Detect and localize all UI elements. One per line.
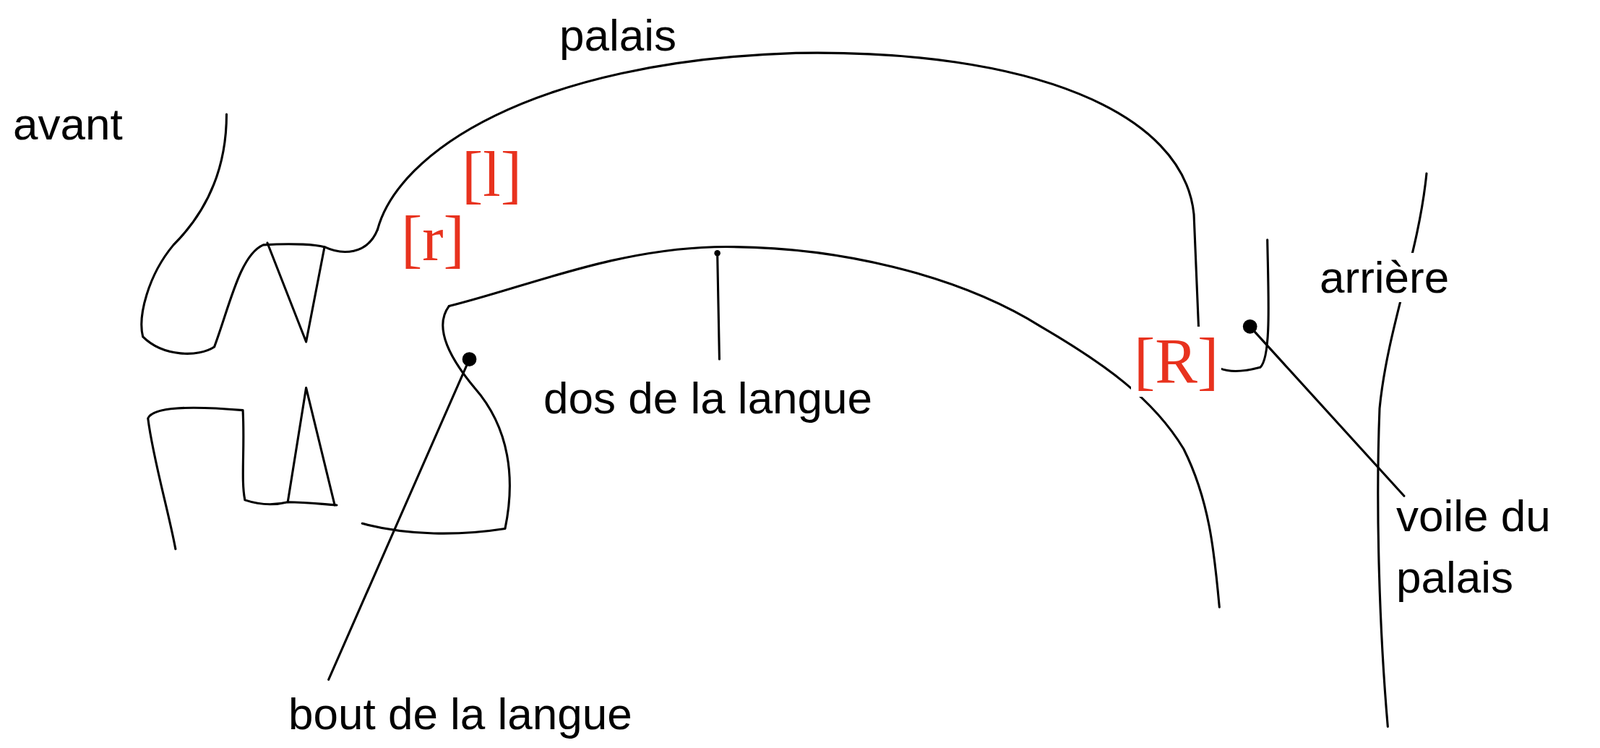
leader-line: [717, 252, 720, 360]
point-dot: [714, 250, 720, 256]
phone-symbol: [r]: [398, 204, 468, 275]
phone-symbol: [R]: [1130, 326, 1222, 397]
leader-line: [328, 359, 470, 680]
part-label: palais: [556, 10, 680, 60]
leader-line: [1250, 326, 1405, 496]
part-label: bout de la langue: [285, 689, 636, 739]
point-dot: [462, 351, 477, 367]
direction-label: arrière: [1316, 252, 1452, 303]
lower-lip: [148, 407, 337, 549]
tongue-tip: [362, 306, 510, 535]
palate: [377, 52, 1269, 371]
upper-lip: [141, 114, 378, 354]
tongue-dorsum: [448, 247, 1220, 608]
part-label: voile du palais: [1393, 484, 1595, 608]
upper-tooth: [267, 242, 325, 342]
direction-label: avant: [10, 99, 126, 149]
phone-symbol: [l]: [458, 140, 525, 211]
part-label: dos de la langue: [540, 373, 876, 423]
lower-tooth: [287, 388, 335, 506]
point-dot: [1242, 319, 1258, 334]
